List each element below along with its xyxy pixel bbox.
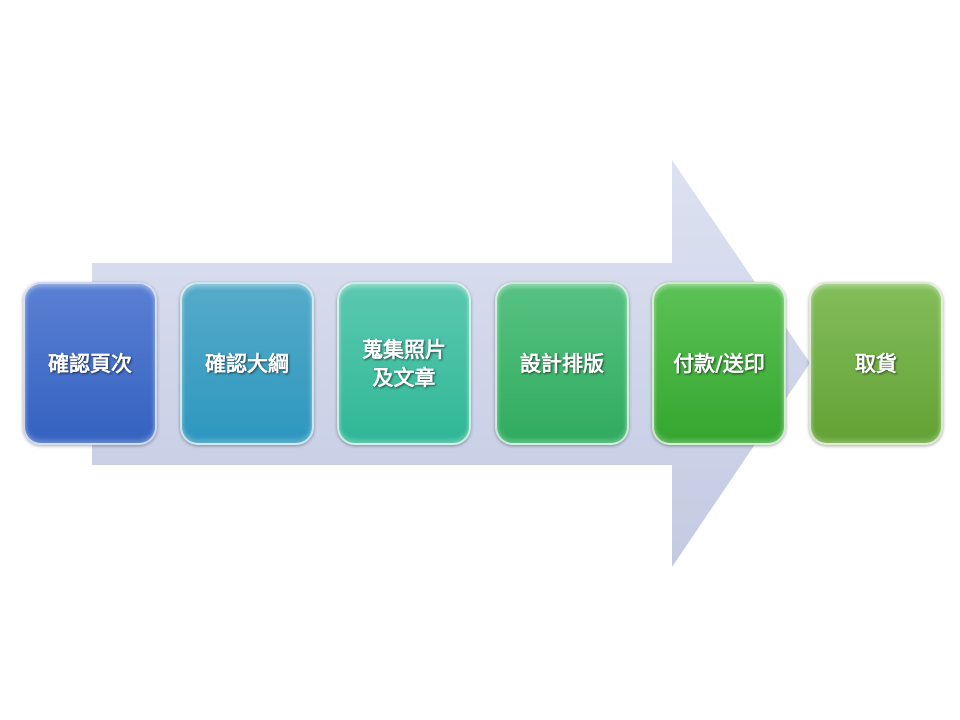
step-box-2: 確認大綱: [180, 282, 314, 445]
step-box-1: 確認頁次: [23, 282, 157, 445]
step-box-5: 付款/送印: [652, 282, 786, 445]
step-box-4: 設計排版: [495, 282, 629, 445]
step-box-3: 蒐集照片 及文章: [337, 282, 471, 445]
step-box-6: 取貨: [809, 282, 943, 445]
step-label: 蒐集照片 及文章: [362, 337, 446, 390]
step-label: 確認大綱: [205, 351, 289, 376]
step-label: 付款/送印: [673, 351, 765, 376]
step-label: 取貨: [855, 351, 897, 376]
step-label: 設計排版: [520, 351, 604, 376]
step-label: 確認頁次: [48, 351, 132, 376]
